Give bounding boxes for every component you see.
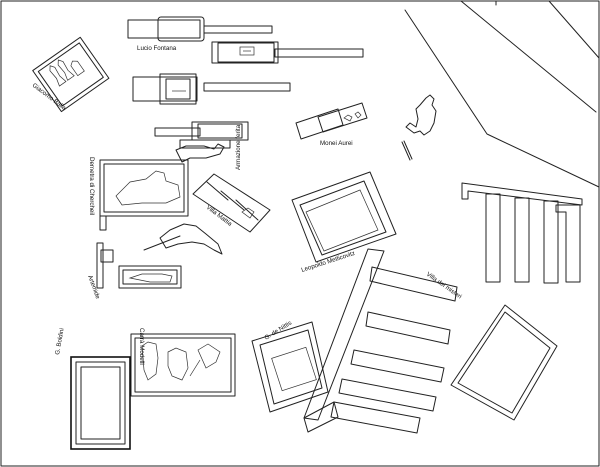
- label-g-boldini: G. Boldini: [54, 328, 66, 356]
- warrior-statue-exhibit[interactable]: [401, 94, 437, 161]
- lucio-fontana-exhibit[interactable]: [127, 16, 364, 105]
- label-artemide: Artemide: [86, 274, 101, 300]
- villa-dei-misteri-exhibit[interactable]: [303, 248, 458, 434]
- carra-modelli-exhibit[interactable]: [130, 333, 236, 397]
- tilted-square-exhibit[interactable]: [450, 304, 558, 421]
- pier-structure: [461, 182, 583, 284]
- g-boldini-exhibit[interactable]: [70, 356, 131, 450]
- label-carra-modelli: Carrà Modelli: [138, 328, 145, 365]
- monei-aurei-exhibit[interactable]: [295, 102, 368, 140]
- giacomo-balla-exhibit[interactable]: [32, 36, 110, 113]
- leopoldo-metlicovitz-exhibit[interactable]: [291, 171, 397, 263]
- label-armazione-ferita: Armazione ferita: [235, 124, 242, 170]
- label-monei-aurei: Monei Aurei: [320, 140, 353, 147]
- demetra-di-chercheil-exhibit[interactable]: [99, 159, 189, 231]
- label-leopoldo-metlicovitz: Leopoldo Metlicovitz: [300, 250, 355, 274]
- label-g-de-nittis: G. de Nittis: [263, 320, 293, 342]
- g-de-nittis-exhibit[interactable]: [251, 321, 329, 413]
- label-demetra-di-chercheil: Demetra di Chercheil: [88, 157, 95, 215]
- villa-mattia-exhibit[interactable]: [192, 173, 271, 233]
- reclining-figure-exhibit[interactable]: [143, 223, 223, 255]
- label-lucio-fontana: Lucio Fontana: [137, 45, 177, 52]
- label-villa-mattia: Villa Mattia: [205, 204, 234, 228]
- artemide-exhibit[interactable]: [96, 242, 182, 289]
- armazione-ferita-exhibit[interactable]: [154, 121, 249, 163]
- label-villa-dei-misteri: Villa dei misteri: [425, 271, 463, 301]
- building-outline: [404, 0, 600, 188]
